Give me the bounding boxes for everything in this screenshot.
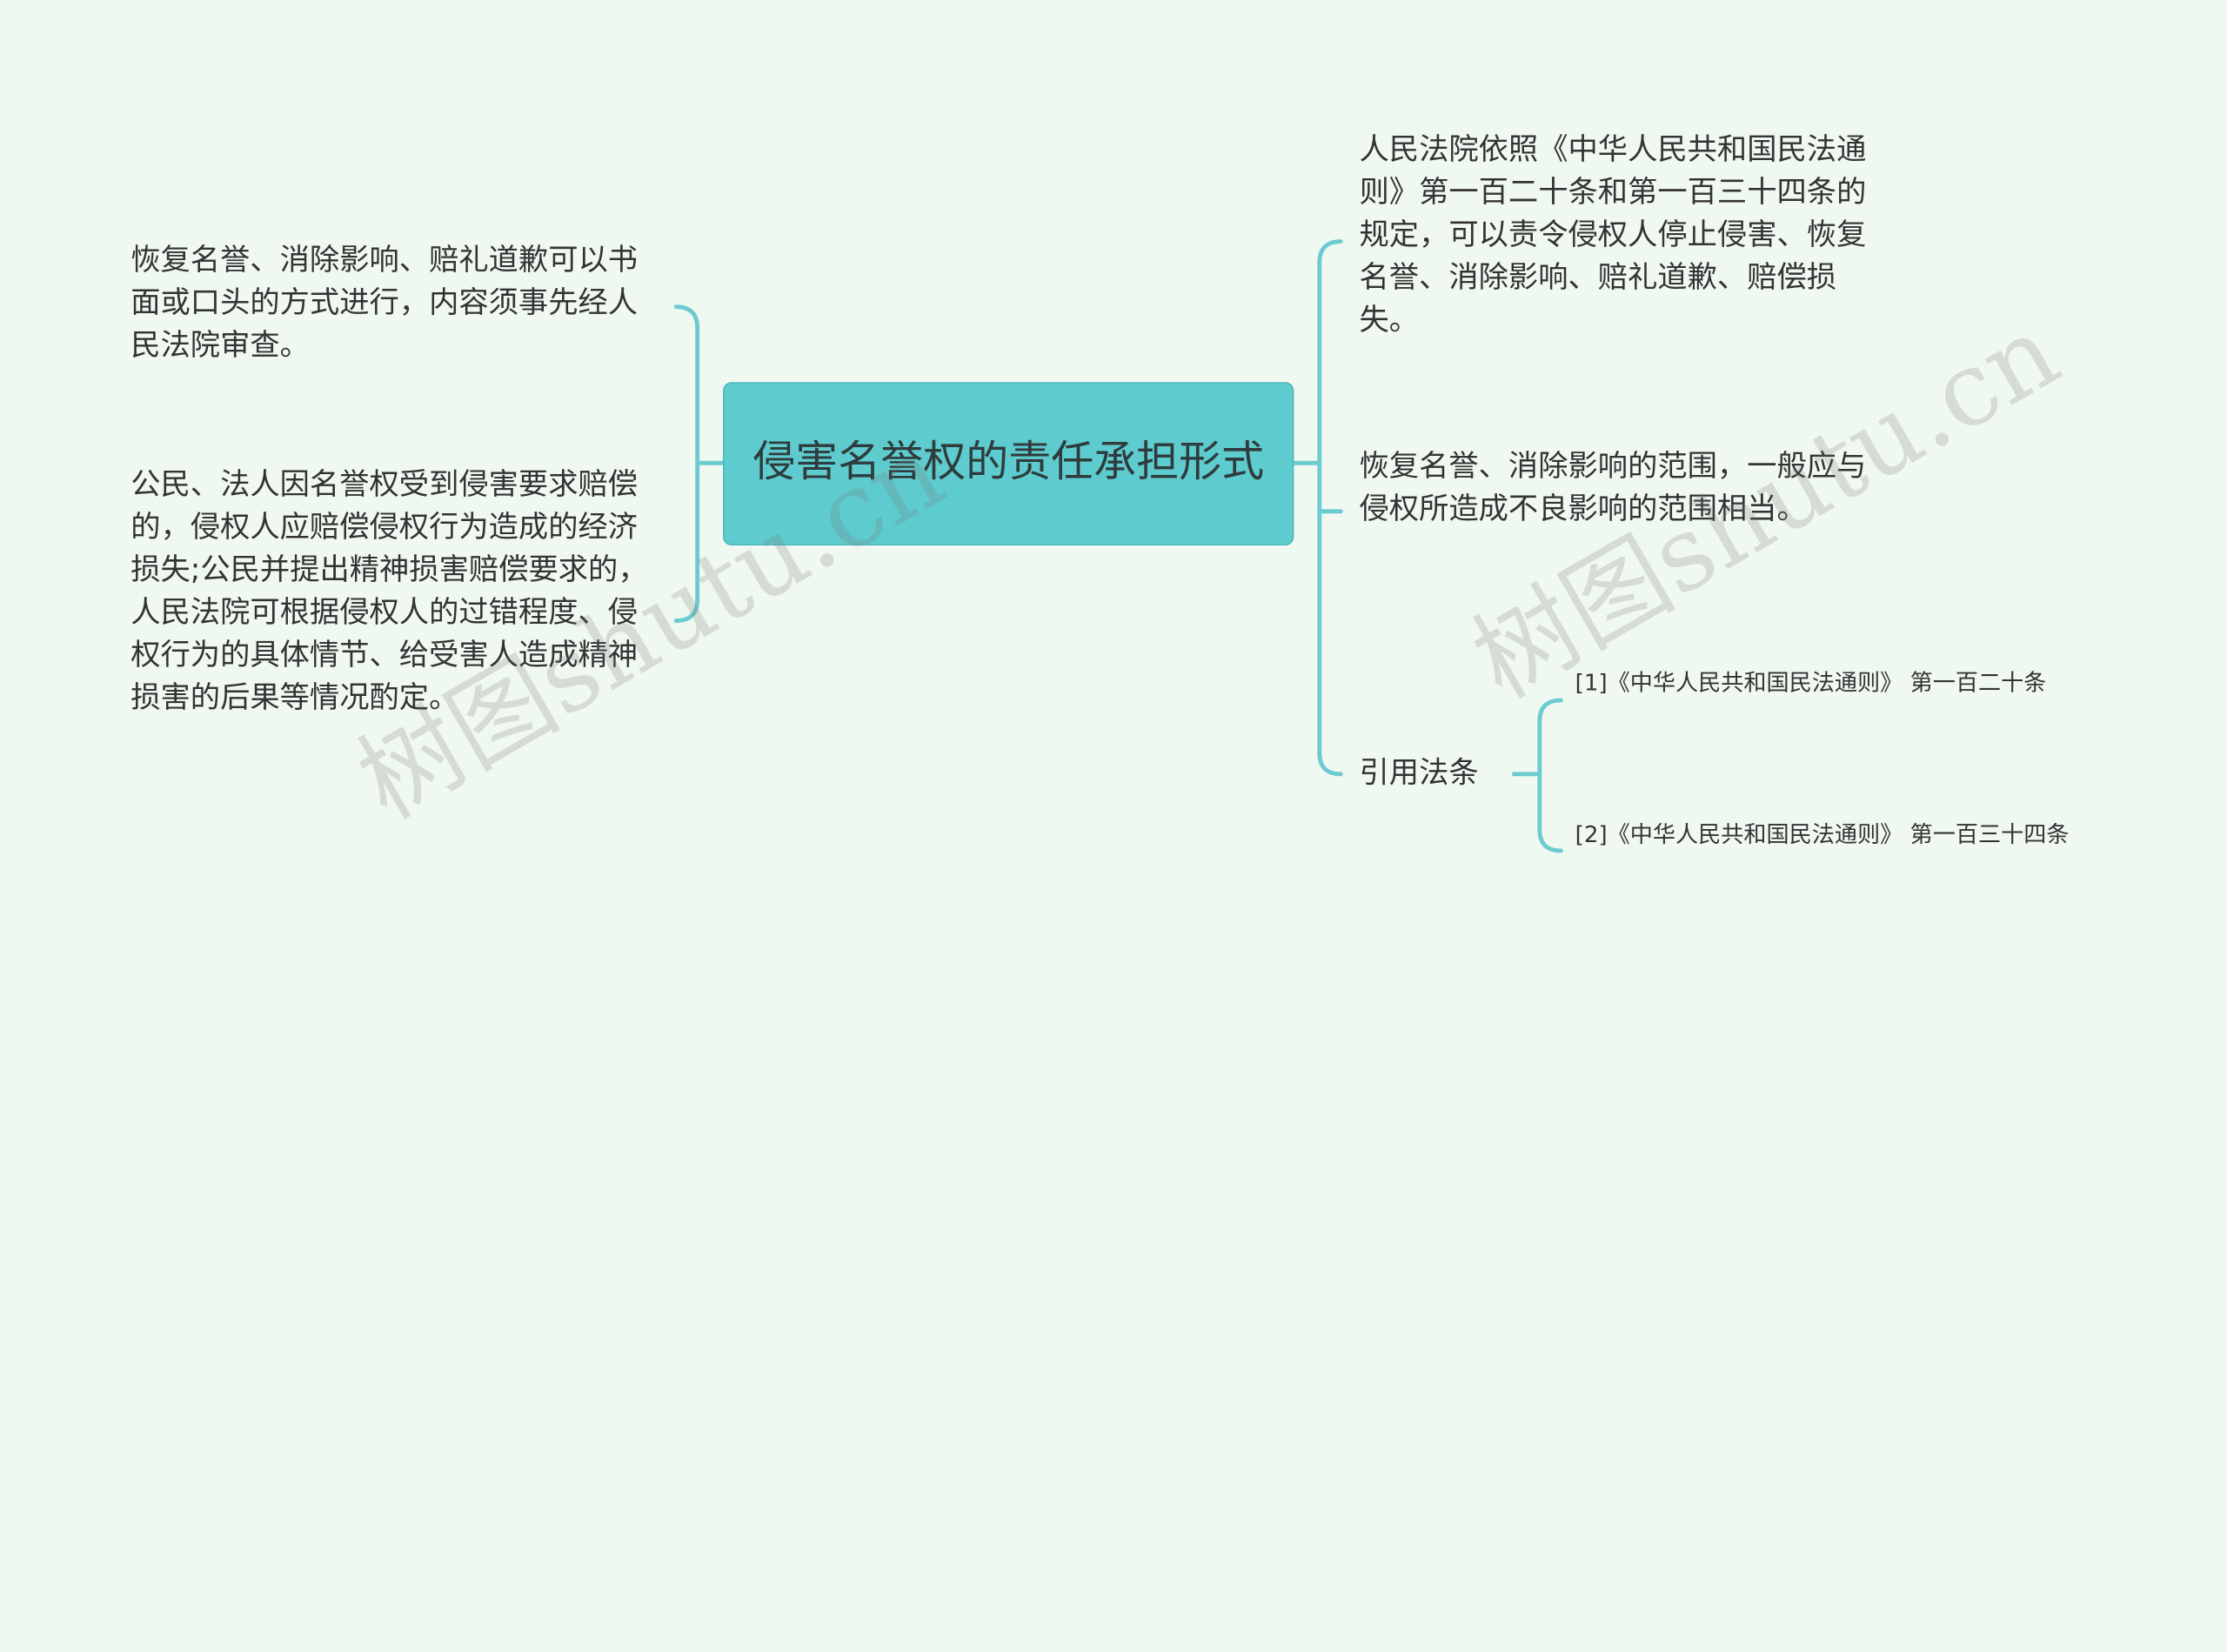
left-branch-2-text: 公民、法人因名誉权受到侵害要求赔偿的，侵权人应赔偿侵权行为造成的经济损失;公民并… bbox=[130, 467, 648, 715]
citation-2[interactable]: [2]《中华人民共和国民法通则》 第一百三十四条 bbox=[1575, 818, 2101, 852]
citation-1-text: [1]《中华人民共和国民法通则》 第一百二十条 bbox=[1575, 669, 2047, 697]
left-branch-1[interactable]: 恢复名誉、消除影响、赔礼道歉可以书面或口头的方式进行，内容须事先经人民法院审查。 bbox=[130, 238, 656, 366]
citation-2-text: [2]《中华人民共和国民法通则》 第一百三十四条 bbox=[1575, 820, 2070, 848]
central-topic[interactable]: 侵害名誉权的责任承担形式 bbox=[723, 382, 1294, 545]
right-branch-2-text: 恢复名誉、消除影响的范围，一般应与侵权所造成不良影响的范围相当。 bbox=[1359, 448, 1867, 526]
left-branch-2[interactable]: 公民、法人因名誉权受到侵害要求赔偿的，侵权人应赔偿侵权行为造成的经济损失;公民并… bbox=[130, 463, 656, 719]
right-bracket-line bbox=[1291, 239, 1343, 777]
left-bracket-line bbox=[673, 304, 726, 623]
central-topic-label: 侵害名誉权的责任承担形式 bbox=[752, 438, 1265, 488]
right-branch-2[interactable]: 恢复名誉、消除影响的范围，一般应与侵权所造成不良影响的范围相当。 bbox=[1359, 445, 1884, 530]
right-branch-1[interactable]: 人民法院依照《中华人民共和国民法通则》第一百二十条和第一百三十四条的规定，可以责… bbox=[1359, 128, 1884, 341]
left-branch-1-text: 恢复名誉、消除影响、赔礼道歉可以书面或口头的方式进行，内容须事先经人民法院审查。 bbox=[130, 243, 639, 363]
right-branch-citations-text: 引用法条 bbox=[1359, 755, 1479, 790]
connector-lines bbox=[673, 239, 1563, 853]
citation-bracket-line bbox=[1512, 698, 1563, 853]
right-branch-1-text: 人民法院依照《中华人民共和国民法通则》第一百二十条和第一百三十四条的规定，可以责… bbox=[1359, 131, 1867, 338]
citation-1[interactable]: [1]《中华人民共和国民法通则》 第一百二十条 bbox=[1575, 666, 2101, 700]
right-branch-citations[interactable]: 引用法条 bbox=[1359, 752, 1515, 794]
